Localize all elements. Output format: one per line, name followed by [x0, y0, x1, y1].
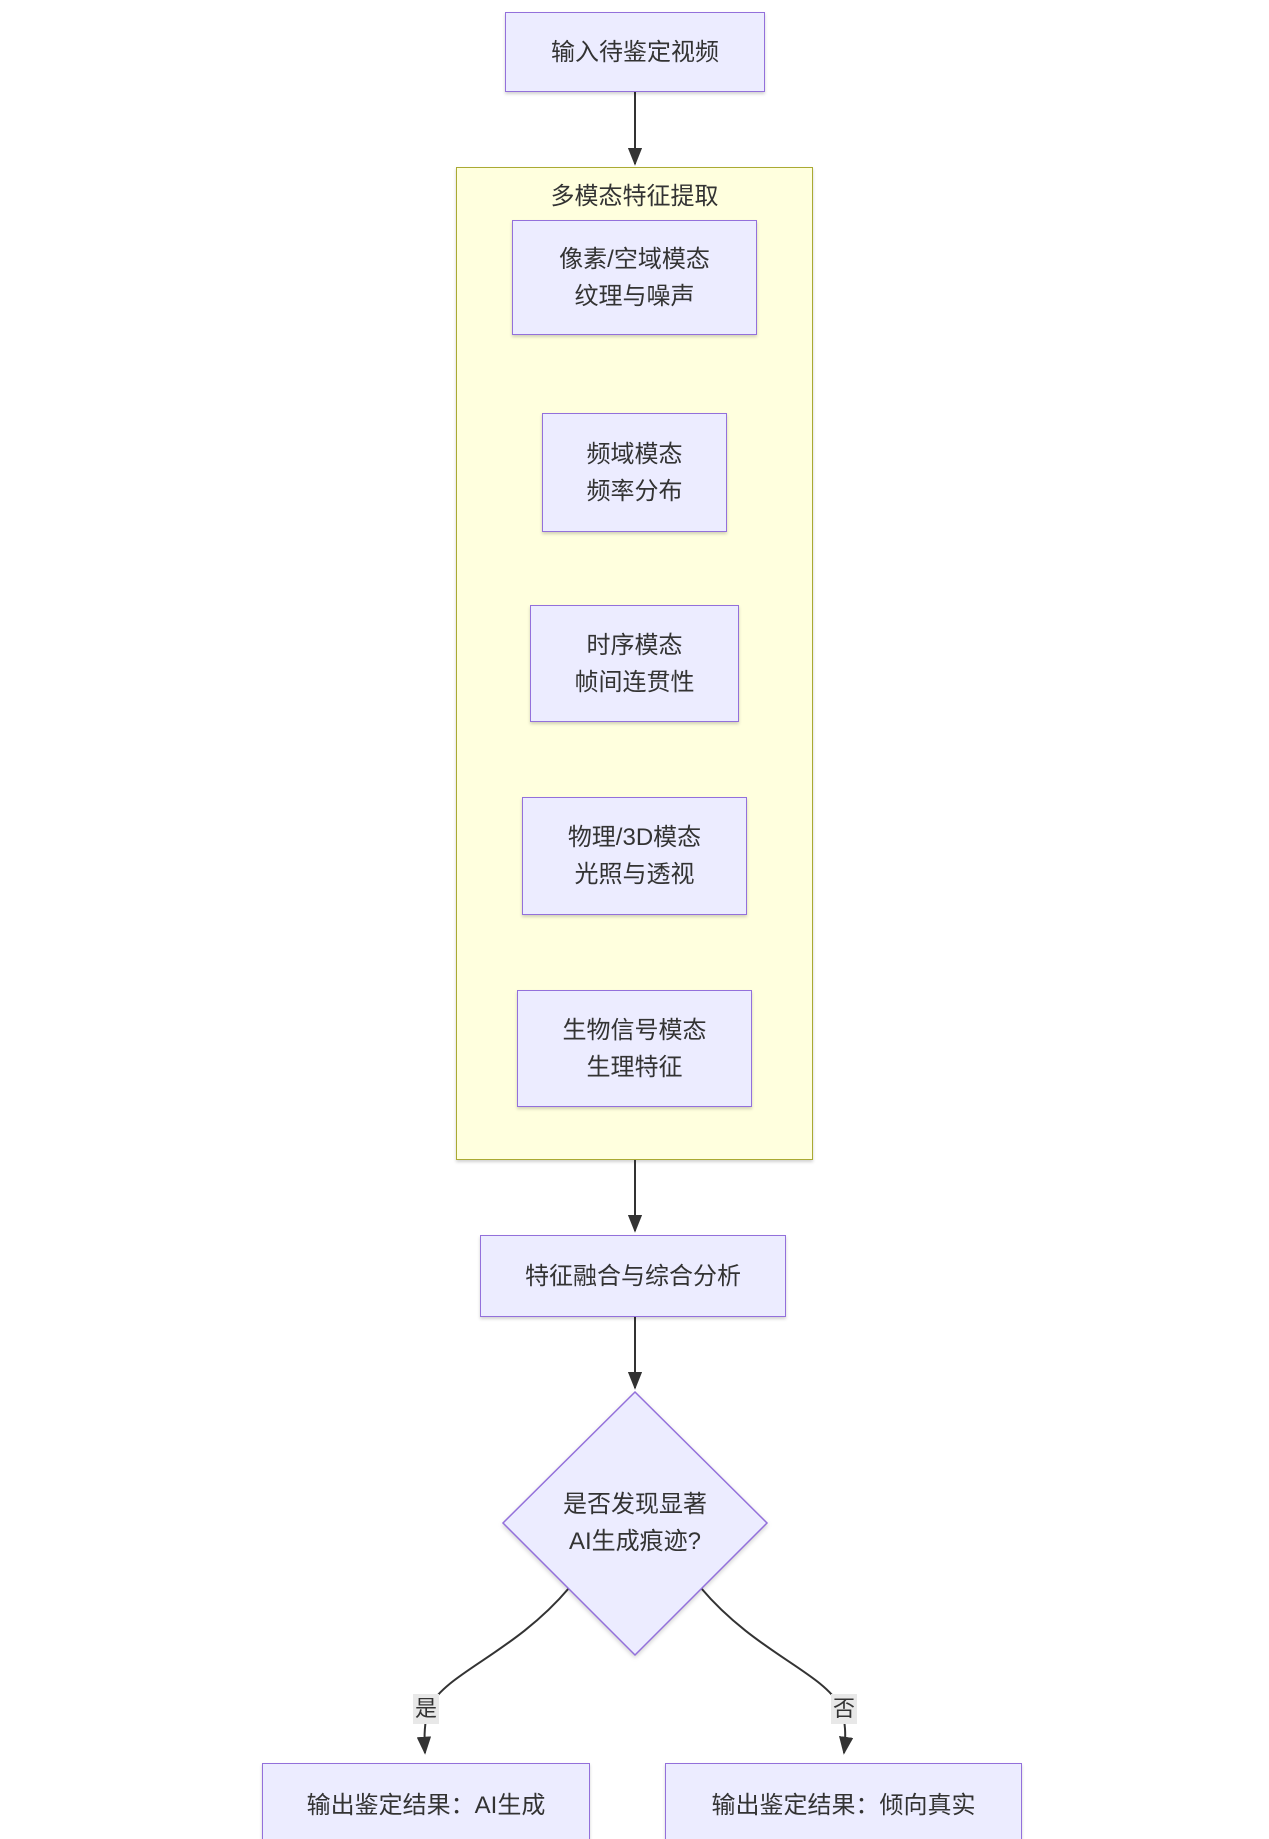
- node-frequency-line1: 频域模态: [586, 440, 683, 468]
- node-biosignal-line2: 生理特征: [586, 1053, 683, 1081]
- node-temporal-line1: 时序模态: [586, 631, 683, 659]
- node-frequency-line2: 频率分布: [586, 477, 683, 505]
- node-temporal-modality: 时序模态 帧间连贯性: [530, 605, 739, 722]
- edge-decision-no: [700, 1587, 854, 1755]
- cluster-title: 多模态特征提取: [550, 183, 719, 210]
- node-input-video-label: 输入待鉴定视频: [551, 38, 719, 66]
- node-physics-3d-line1: 物理/3D模态: [567, 824, 702, 851]
- node-biosignal-modality: 生物信号模态 生理特征: [517, 990, 752, 1107]
- node-feature-fusion: 特征融合与综合分析: [480, 1235, 786, 1317]
- branch-label-yes: 是: [412, 1694, 440, 1724]
- node-biosignal-line1: 生物信号模态: [562, 1016, 707, 1044]
- node-result-likely-real: 输出鉴定结果：倾向真实: [665, 1763, 1022, 1839]
- node-pixel-spatial-line2: 纹理与噪声: [574, 282, 695, 310]
- node-frequency-modality: 频域模态 频率分布: [542, 413, 727, 532]
- node-temporal-line2: 帧间连贯性: [574, 668, 695, 696]
- node-pixel-spatial-modality: 像素/空域模态 纹理与噪声: [512, 220, 757, 335]
- node-pixel-spatial-line1: 像素/空域模态: [559, 245, 710, 273]
- decision-diamond-label: 是否发现显著 AI生成痕迹?: [503, 1429, 767, 1617]
- branch-label-no: 否: [830, 1694, 858, 1724]
- edge-decision-yes: [416, 1587, 570, 1755]
- decision-diamond: [501, 1390, 769, 1657]
- node-result-ai-generated-label: 输出鉴定结果：AI生成: [306, 1791, 546, 1819]
- node-result-ai-generated: 输出鉴定结果：AI生成: [262, 1763, 590, 1839]
- decision-line2: AI生成痕迹?: [568, 1528, 702, 1555]
- decision-line1: 是否发现显著: [563, 1491, 707, 1518]
- node-feature-fusion-label: 特征融合与综合分析: [525, 1262, 741, 1290]
- node-result-likely-real-label: 输出鉴定结果：倾向真实: [711, 1791, 976, 1819]
- node-input-video: 输入待鉴定视频: [505, 12, 765, 92]
- node-physics-3d-modality: 物理/3D模态 光照与透视: [522, 797, 747, 915]
- node-physics-3d-line2: 光照与透视: [574, 861, 695, 888]
